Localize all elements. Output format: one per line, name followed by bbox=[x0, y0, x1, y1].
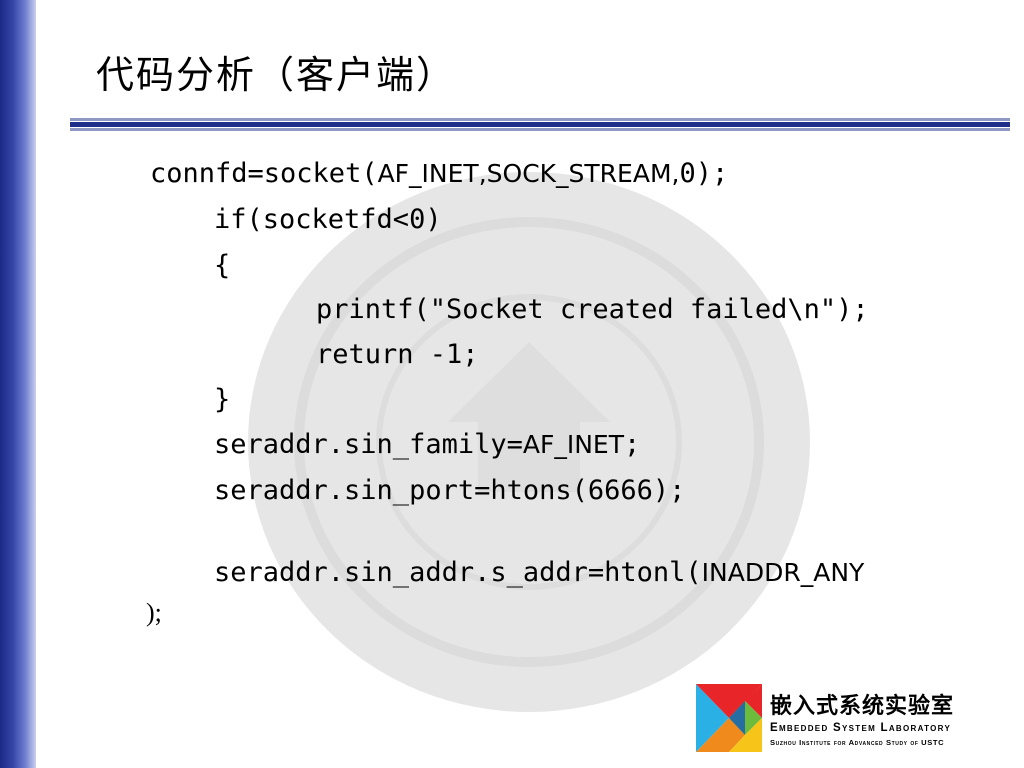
code-line-socket: connfd=socket(AF_INET,SOCK_STREAM,0); bbox=[150, 158, 729, 189]
code-line-sin-addr: seraddr.sin_addr.s_addr=htonl(INADDR_ANY bbox=[214, 557, 865, 588]
code-line-close-paren: ); bbox=[146, 598, 162, 627]
code-line-open-brace: { bbox=[214, 250, 231, 281]
lab-institute: Suzhou Institute for Advanced Study of U… bbox=[770, 738, 945, 747]
code-line-return: return -1; bbox=[316, 339, 479, 370]
code-line-printf: printf("Socket created failed\n"); bbox=[316, 294, 869, 325]
code-line-sin-port: seraddr.sin_port=htons(6666); bbox=[214, 475, 686, 506]
lab-name-english: Embedded System Laboratory bbox=[770, 722, 952, 734]
left-accent-bar bbox=[0, 0, 36, 768]
slide-title: 代码分析（客户端） bbox=[96, 53, 457, 97]
title-divider bbox=[70, 118, 1010, 131]
code-line-close-brace: } bbox=[214, 384, 231, 415]
watermark-seal bbox=[248, 172, 810, 712]
code-line-sin-family: seraddr.sin_family=AF_INET; bbox=[214, 429, 641, 460]
code-line-if: if(socketfd<0) bbox=[214, 204, 442, 235]
tangram-logo-icon bbox=[696, 684, 762, 752]
lab-logo: 嵌入式系统实验室 Embedded System Laboratory Suzh… bbox=[696, 684, 1006, 756]
lab-name-chinese: 嵌入式系统实验室 bbox=[770, 694, 955, 719]
